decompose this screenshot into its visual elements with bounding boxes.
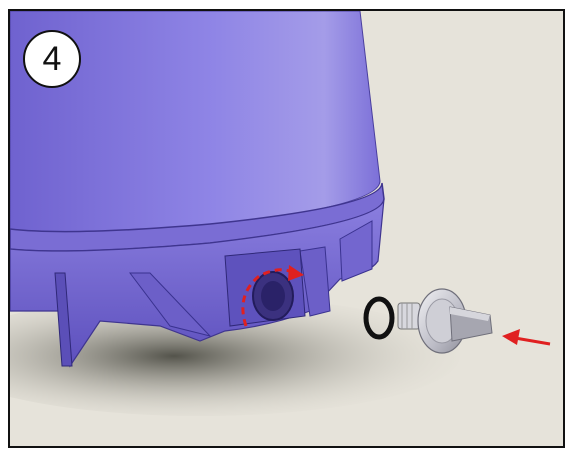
step-number-badge: 4	[23, 30, 81, 88]
illustration-frame: 4	[8, 9, 565, 448]
assembly-illustration	[10, 11, 565, 448]
red-arrow-icon	[502, 329, 550, 345]
step-number: 4	[43, 40, 62, 79]
